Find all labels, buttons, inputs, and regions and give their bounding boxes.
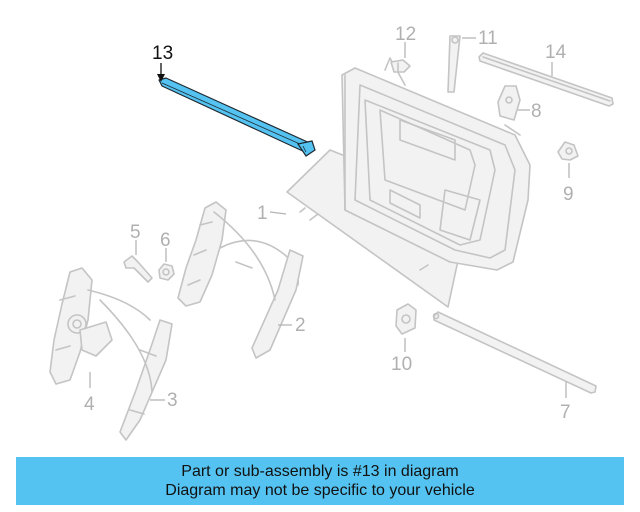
callout-10-label: 10 [391,354,412,375]
callout-3: 3 [150,390,178,411]
callout-14-label: 14 [545,42,567,63]
callout-6-label: 6 [160,230,171,251]
callout-7: 7 [560,382,571,423]
callout-10: 10 [391,338,412,375]
callout-8-label: 8 [531,101,542,122]
callout-2: 2 [278,315,306,336]
part-7-rod[interactable] [432,311,597,394]
callout-5: 5 [130,222,141,255]
callout-11: 11 [462,28,498,49]
callout-8: 8 [518,101,542,122]
parts-diagram: 13 1 12 11 14 [49,24,614,441]
callout-7-label: 7 [560,402,571,423]
callout-2-label: 2 [295,315,306,336]
banner-line-2: Diagram may not be specific to your vehi… [165,482,475,499]
callout-13-label: 13 [152,43,173,64]
part-9-clip[interactable] [557,141,579,161]
part-11-guide-bar[interactable] [447,35,461,93]
callout-1: 1 [257,203,287,224]
part-10-latch[interactable] [395,303,417,335]
part-5-bolt[interactable] [123,255,153,283]
callout-6: 6 [160,230,171,262]
info-banner: Part or sub-assembly is #13 in diagram D… [16,457,624,505]
callout-9-label: 9 [563,184,574,205]
part-14-outer-strip[interactable] [478,52,614,107]
part-6-nut[interactable] [158,263,175,281]
callout-11-label: 11 [478,28,498,49]
part-12-clip[interactable] [390,59,411,73]
callout-4: 4 [84,372,95,415]
callout-13: 13 [152,43,173,82]
part-8-bracket[interactable] [497,85,521,121]
callout-1-label: 1 [257,203,268,224]
callout-3-label: 3 [167,390,178,411]
callout-12-label: 12 [395,24,416,45]
callout-14: 14 [545,42,567,76]
part-13-window-seal[interactable] [158,77,316,157]
part-3-lower-regulator[interactable] [87,289,173,441]
callout-12: 12 [395,24,416,58]
callout-9: 9 [563,163,574,205]
part-2-window-regulator[interactable] [177,201,304,359]
part-4-motor[interactable] [49,267,113,385]
callout-4-label: 4 [84,394,95,415]
part-1-door-panel[interactable] [286,57,531,308]
callout-5-label: 5 [130,222,141,243]
banner-line-1: Part or sub-assembly is #13 in diagram [181,463,459,480]
